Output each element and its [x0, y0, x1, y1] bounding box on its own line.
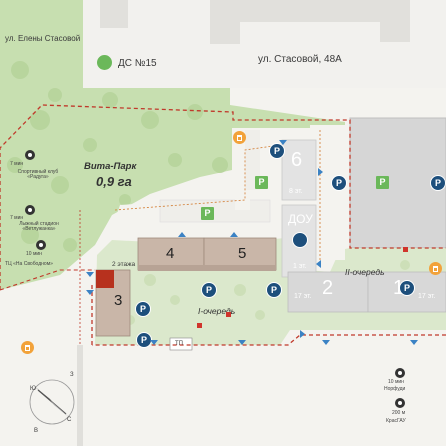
- building-5-shape: [203, 237, 277, 271]
- compass-north: С: [67, 417, 72, 423]
- gate-marker-3: [403, 247, 408, 252]
- compass: [29, 379, 75, 425]
- queue-2-label: II-очередь: [345, 267, 385, 277]
- building-6-shape: [281, 139, 317, 201]
- tp-label: ТП: [175, 341, 183, 347]
- compass-east: В: [34, 428, 39, 434]
- trash-icon-1: [233, 131, 246, 144]
- kindergarten-label: ДС №15: [118, 58, 157, 69]
- store1-name: Норфуди: [384, 386, 406, 392]
- park-name: Вита-Парк: [84, 161, 137, 172]
- park-area: [0, 0, 345, 290]
- entrance-arrow-11: [86, 272, 94, 277]
- store2-walk: 200 м: [392, 410, 406, 416]
- mall-walk: 10 мин: [26, 251, 42, 257]
- park-area: 0,9 га: [96, 174, 132, 189]
- building-1-floors: 17 эт.: [418, 293, 436, 300]
- entrance-arrow-2: [318, 168, 323, 176]
- building-3-number[interactable]: 3: [114, 292, 123, 309]
- top-building-3: [240, 0, 380, 22]
- mall-name: ТЦ «На Свободном»: [5, 261, 53, 267]
- gate-marker-1: [226, 312, 231, 317]
- parking-garage-icon-6[interactable]: P: [135, 301, 151, 317]
- parking-garage-icon-8[interactable]: P: [430, 175, 446, 191]
- dou-label[interactable]: ДОУ: [288, 212, 313, 226]
- trash-icon-3: [429, 262, 442, 275]
- tp-box: [169, 337, 193, 351]
- top-building-4: [380, 0, 410, 42]
- parking-icon-3[interactable]: P: [376, 176, 389, 189]
- kindergarten-icon: [97, 55, 112, 70]
- entrance-arrow-8: [322, 340, 330, 345]
- entrance-arrow-7: [238, 340, 246, 345]
- entrance-arrow-12: [86, 290, 94, 295]
- gate-marker-2: [197, 323, 202, 328]
- sport-club-pin-icon[interactable]: [25, 150, 35, 160]
- store1-pin-icon[interactable]: [395, 368, 405, 378]
- top-building-1: [100, 0, 128, 28]
- two-floors-label: 2 этажа: [112, 261, 136, 268]
- building-2-floors: 17 эт.: [294, 293, 312, 300]
- mall-pin-icon[interactable]: [36, 240, 46, 250]
- entrance-arrow-4: [178, 232, 186, 237]
- ski-stadium-name: Лыжный стадион «Ветлужанка»: [19, 221, 59, 232]
- building-6-number[interactable]: 6: [291, 149, 303, 171]
- store2-pin-icon[interactable]: [395, 398, 405, 408]
- site-boundary: [0, 104, 446, 290]
- building-4-number[interactable]: 4: [166, 245, 175, 262]
- compass-west: З: [70, 372, 74, 378]
- parking-garage-icon-1[interactable]: P: [269, 143, 285, 159]
- compass-south: Ю: [30, 386, 37, 392]
- parking-garage-icon-4[interactable]: P: [266, 282, 282, 298]
- top-building-2: [210, 0, 240, 44]
- building-6-floors: 8 эт.: [289, 188, 303, 195]
- street-stasovoi-48a: ул. Стасовой, 48А: [258, 54, 342, 65]
- sport-club-name: Спортивный клуб «Радуга»: [17, 169, 59, 180]
- parking-garage-icon-5[interactable]: P: [399, 280, 415, 296]
- building-1-number[interactable]: 1: [393, 278, 404, 298]
- entrance-arrow-10: [300, 330, 305, 338]
- queue-1-label: I-очередь: [198, 306, 236, 316]
- entrance-arrow-5: [230, 232, 238, 237]
- parking-icon-1[interactable]: P: [255, 176, 268, 189]
- entrance-arrow-1: [279, 140, 287, 145]
- entrance-arrow-9: [410, 340, 418, 345]
- store2-name: КрасГАУ: [386, 418, 406, 424]
- street-elena-stasovoi: ул. Елены Стасовой: [5, 34, 81, 43]
- ski-stadium-walk: 7 мин: [10, 215, 24, 221]
- trash-icon-2: [21, 341, 34, 354]
- dou-floors: 1 эт.: [293, 263, 307, 270]
- building-5-number[interactable]: 5: [238, 245, 247, 262]
- sport-club-walk: 7 мин: [10, 161, 24, 167]
- building-2-shape: [287, 271, 369, 313]
- trees: [7, 61, 228, 252]
- ski-stadium-pin-icon[interactable]: [25, 205, 35, 215]
- dou-icon: [292, 232, 308, 248]
- building-2-number[interactable]: 2: [322, 277, 334, 299]
- parking-icon-2[interactable]: P: [201, 207, 214, 220]
- store1-walk: 10 мин: [388, 379, 404, 385]
- parking-garage-icon-2[interactable]: P: [331, 175, 347, 191]
- entrance-arrow-6: [150, 340, 158, 345]
- parking-garage-icon-3[interactable]: P: [201, 282, 217, 298]
- entrance-arrow-3: [316, 260, 321, 268]
